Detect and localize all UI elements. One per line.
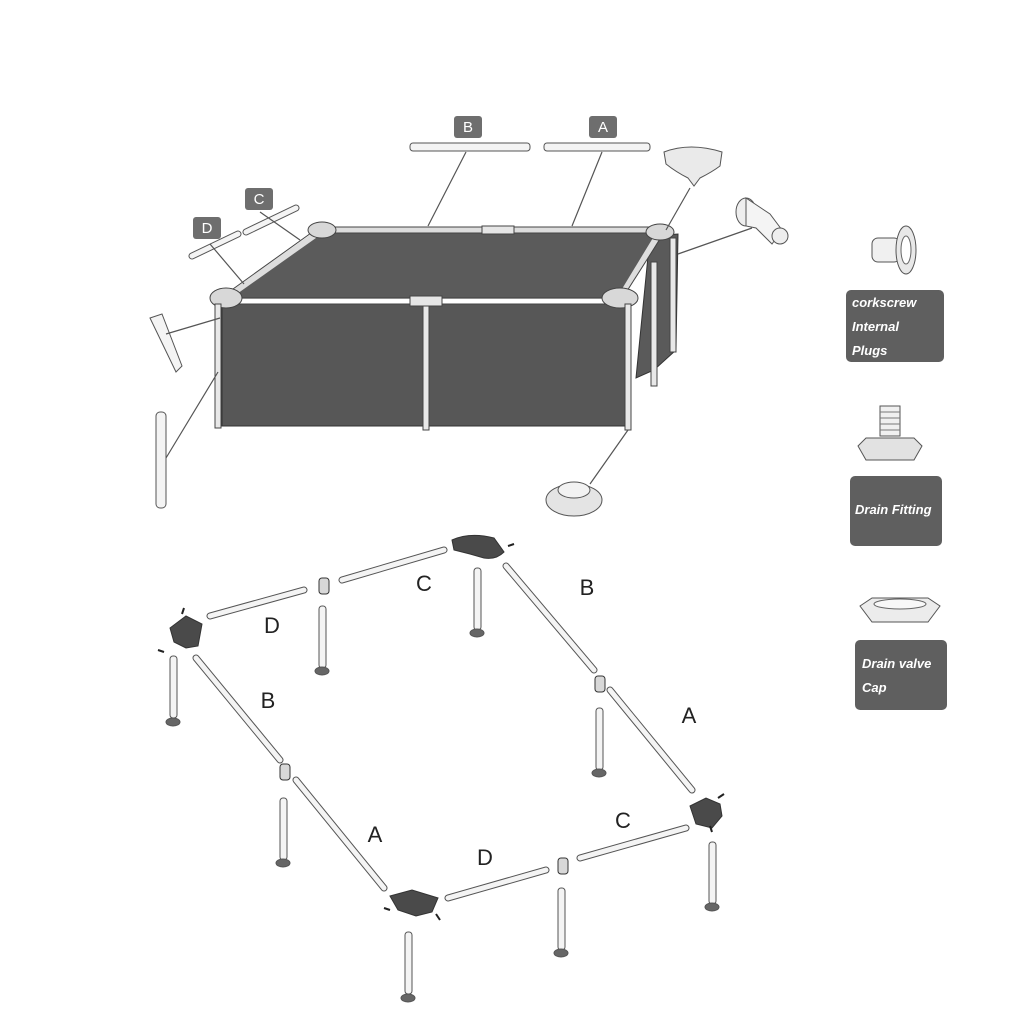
- tag-b-label: B: [463, 119, 473, 136]
- tag-b: B: [454, 116, 482, 138]
- foot-base-part: [545, 429, 629, 517]
- leg-cap-part: [149, 313, 221, 373]
- tag-d: D: [193, 217, 221, 239]
- exploded-rods: [188, 142, 651, 285]
- corner-joint-front-right: [601, 287, 639, 309]
- rod-a-part: [543, 142, 651, 152]
- mid-joint-front: [409, 295, 443, 307]
- corner-joint-part: [663, 146, 723, 231]
- frame-label-d-left: D: [264, 613, 280, 638]
- drain-fitting-icon: [857, 405, 923, 461]
- frame-tee-back: [318, 577, 330, 595]
- plugs-card: corkscrew Internal Plugs: [846, 290, 944, 362]
- leg-part: [155, 371, 219, 509]
- frame-label-a-right: A: [682, 703, 697, 728]
- drain-cap-card-line2: Cap: [862, 680, 887, 695]
- pool-leg-front-mid: [422, 305, 430, 431]
- frame-tee-right: [594, 675, 606, 693]
- frame-corner-front-right: [689, 797, 723, 829]
- frame-label-d-bottom: D: [477, 845, 493, 870]
- tag-d-label: D: [202, 220, 213, 237]
- pool-leg-front-left: [214, 303, 222, 429]
- frame-tee-left: [279, 763, 291, 781]
- exploded-frame: C B D B A C A D: [157, 534, 725, 1003]
- frame-corner-back-right: [451, 534, 505, 559]
- pool-top-surface: [222, 229, 661, 299]
- frame-corner-back-left: [169, 615, 203, 649]
- drain-fitting-card: Drain Fitting: [850, 476, 942, 546]
- drain-cap-card-line1: Drain valve: [862, 656, 931, 671]
- assembled-pool: [209, 221, 679, 431]
- frame-label-b-right: B: [580, 575, 595, 600]
- rod-b-part: [409, 142, 531, 152]
- plug-icon: [871, 225, 917, 275]
- drain-fitting-card-line1: Drain Fitting: [855, 502, 932, 517]
- mid-joint-back: [481, 225, 515, 235]
- pool-leg-side-mid: [650, 261, 658, 387]
- plugs-card-line1: corkscrew: [852, 295, 917, 310]
- tag-c-label: C: [254, 191, 265, 208]
- tag-a: A: [589, 116, 617, 138]
- frame-label-c-top: C: [416, 571, 432, 596]
- drain-cap-card: Drain valve Cap: [855, 640, 947, 710]
- plugs-card-line3: Plugs: [852, 343, 887, 358]
- frame-label-a-bottom: A: [368, 822, 383, 847]
- tag-c: C: [245, 188, 273, 210]
- tag-a-label: A: [598, 119, 608, 136]
- frame-label-b-left: B: [261, 688, 276, 713]
- corner-joint-front-left: [209, 287, 243, 309]
- frame-tee-front: [557, 857, 569, 875]
- t-connector-part: [677, 197, 789, 255]
- frame-label-c-right: C: [615, 808, 631, 833]
- corner-joint-back-left: [307, 221, 337, 239]
- pool-leg-back-right: [669, 237, 677, 353]
- drain-cap-icon: [859, 597, 941, 623]
- frame-corner-front-left: [389, 889, 439, 917]
- plugs-card-line2: Internal: [852, 319, 899, 334]
- pool-leg-front-right: [624, 303, 632, 431]
